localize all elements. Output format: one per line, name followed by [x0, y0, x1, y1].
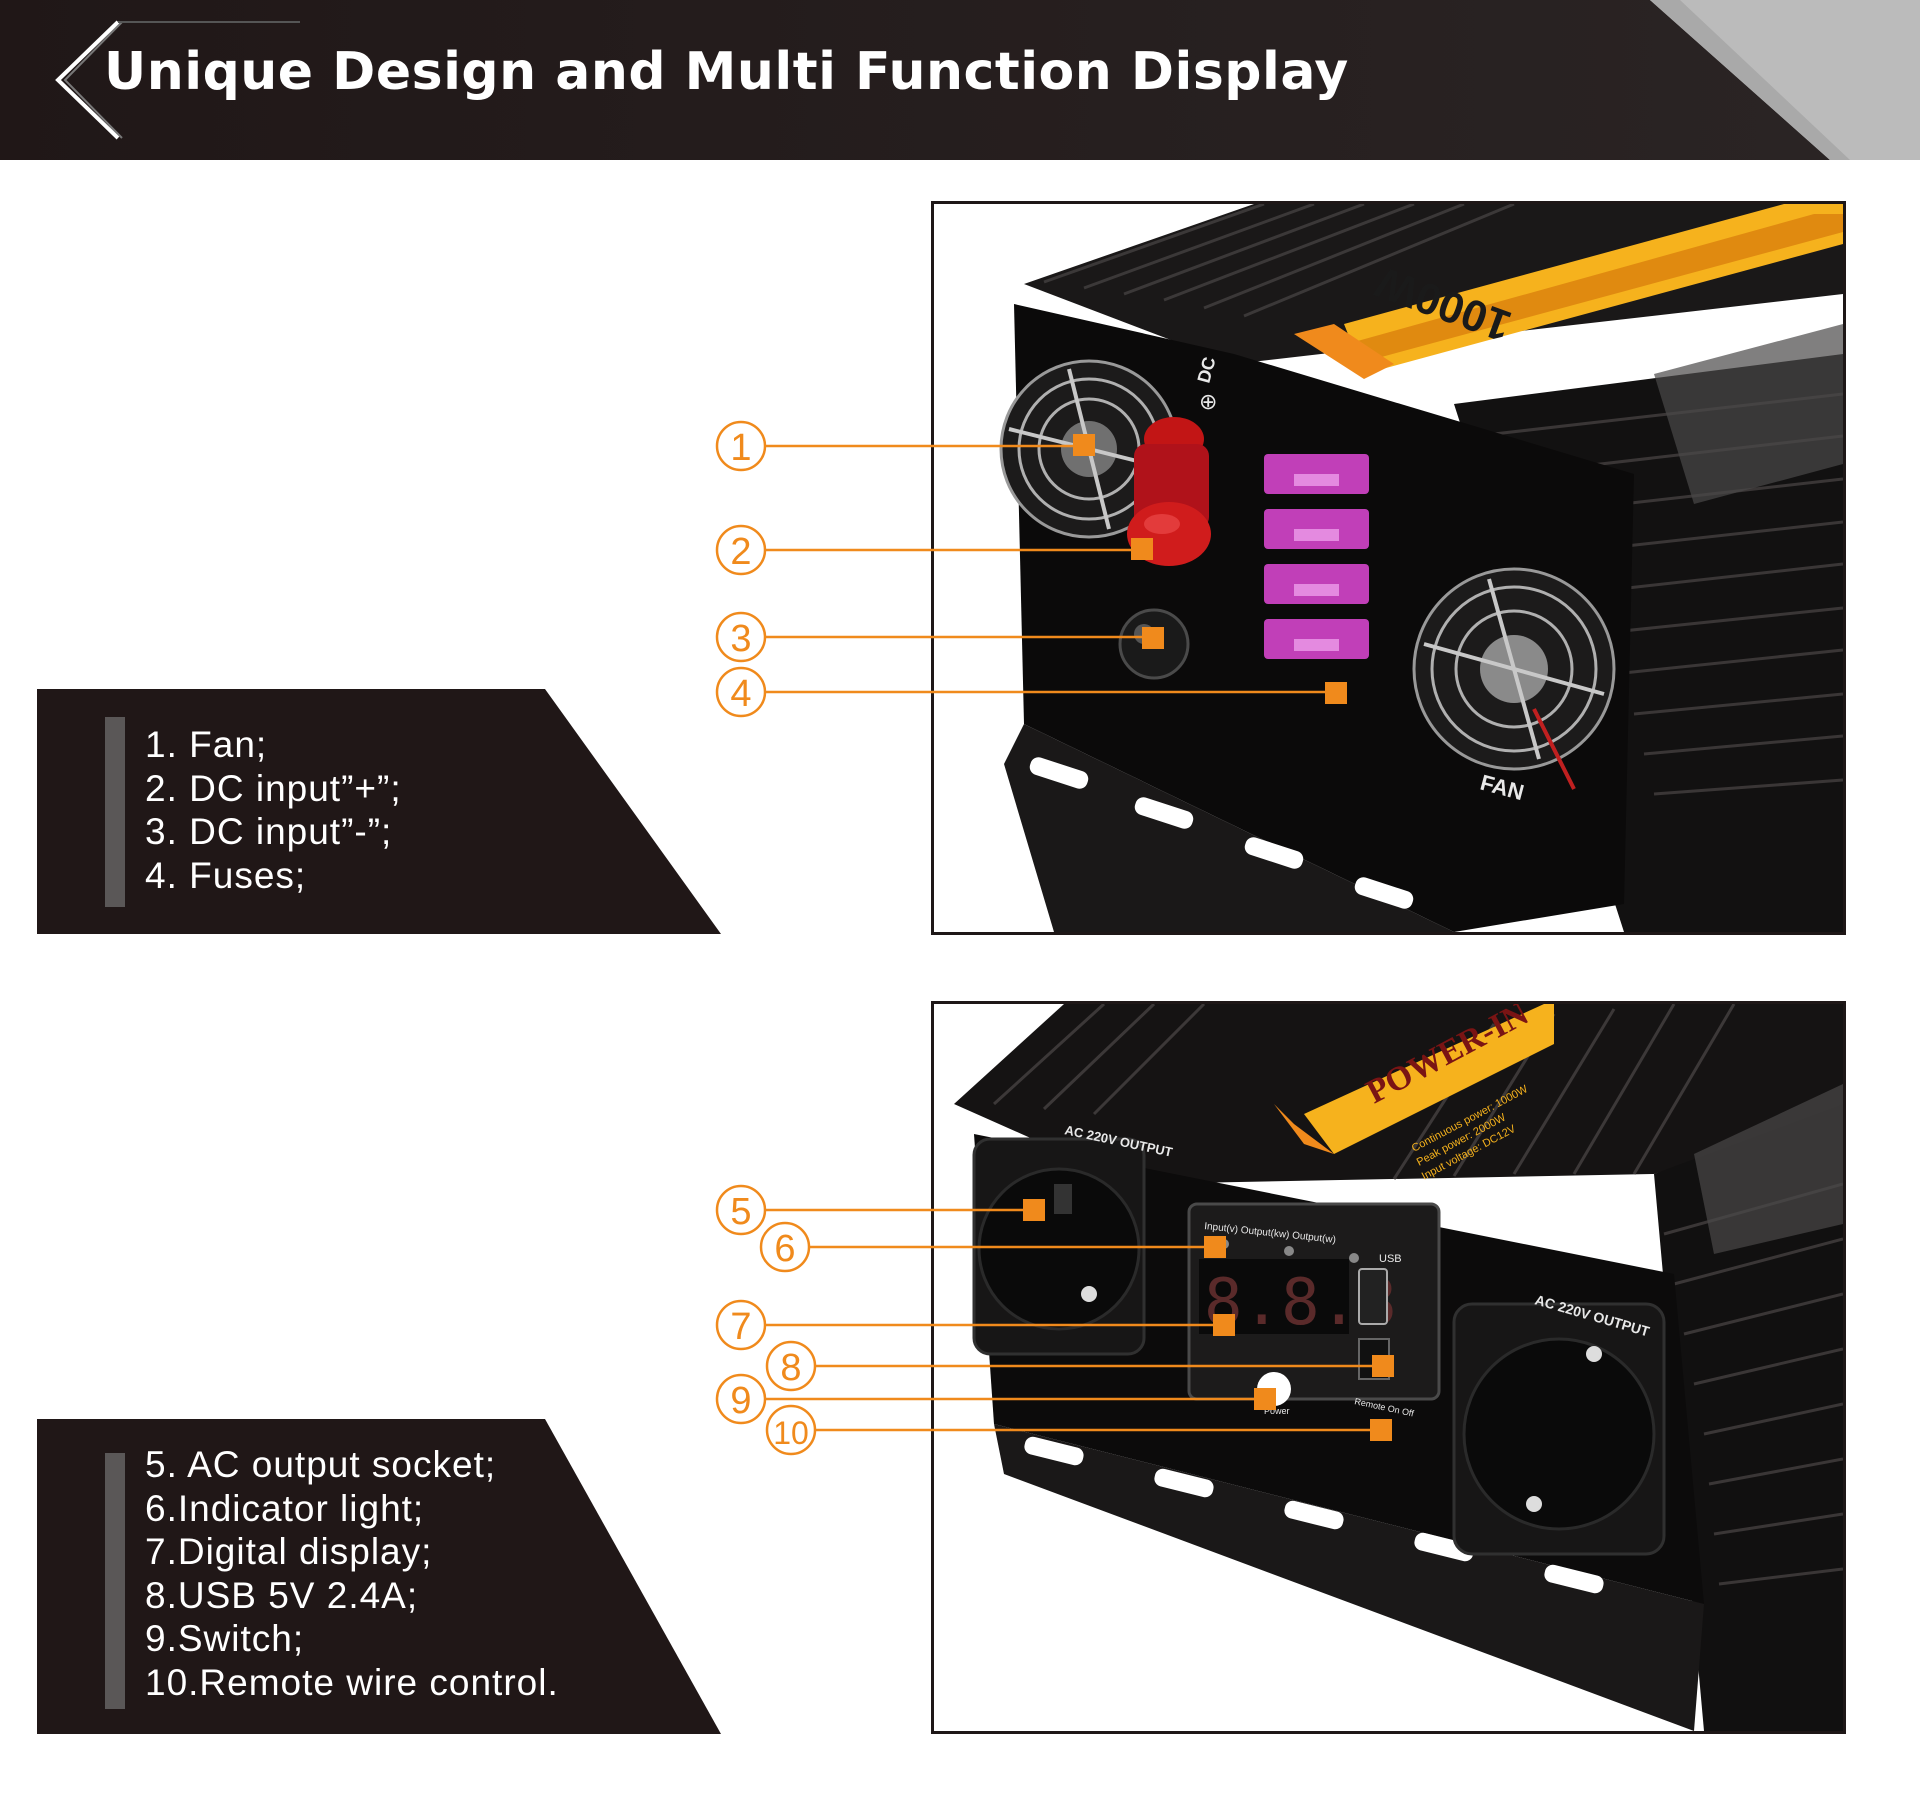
legend-item: 1. Fan; — [145, 724, 268, 765]
legend-item: 5. AC output socket; — [145, 1444, 497, 1485]
callout-label: 9 — [730, 1380, 751, 1422]
callout-label: 6 — [774, 1228, 795, 1270]
callout-label: 3 — [730, 618, 751, 660]
indicator-light-icon — [1219, 1239, 1229, 1249]
ac-socket-icon — [1452, 1302, 1666, 1556]
power-label: Power — [1264, 1406, 1290, 1416]
legend-item: 3. DC input”-”; — [145, 811, 393, 852]
callout-label: 10 — [773, 1415, 809, 1451]
legend-item: 9.Switch; — [145, 1618, 305, 1659]
legend-item: 10.Remote wire control. — [145, 1661, 559, 1703]
product-photo-bottom: POWER-IN Continuous power: 1000W Peak po… — [931, 1001, 1846, 1734]
indicator-light-icon — [1284, 1246, 1294, 1256]
legend-panel-top: 1. Fan; 2. DC input”+”; 3. DC input”-”; … — [37, 689, 721, 934]
legend-item: 6.Indicator light; — [145, 1487, 425, 1529]
usb-label: USB — [1379, 1253, 1402, 1265]
fuses-icon — [1264, 454, 1369, 659]
indicator-light-icon — [1349, 1253, 1359, 1263]
control-panel: Input(v) Output(kw) Output(w) 8.8.8 USB … — [1187, 1202, 1441, 1419]
legend-accent-bar — [105, 717, 125, 907]
polarity-label: ⊕ — [1199, 389, 1217, 414]
legend-list-bottom: 5. AC output socket; 6.Indicator light; … — [145, 1443, 559, 1704]
header-banner: Unique Design and Multi Function Display — [0, 0, 1920, 160]
product-label — [1304, 1004, 1554, 1154]
callout-label: 8 — [780, 1347, 801, 1389]
dc-negative-terminal-icon — [1118, 608, 1190, 680]
legend-accent-bar — [105, 1453, 125, 1709]
power-button-icon — [1257, 1372, 1291, 1406]
callout-label: 1 — [730, 427, 751, 469]
callout-label: 4 — [730, 673, 751, 715]
callout-label: 5 — [730, 1191, 751, 1233]
back-chevron-icon — [55, 20, 120, 140]
legend-item: 4. Fuses; — [145, 854, 307, 896]
legend-item: 8.USB 5V 2.4A; — [145, 1574, 419, 1616]
product-photo-top: 1000W — [931, 201, 1846, 935]
legend-item: 2. DC input”+”; — [145, 767, 402, 809]
callout-label: 7 — [730, 1306, 751, 1348]
legend-panel-bottom: 5. AC output socket; 6.Indicator light; … — [37, 1419, 721, 1734]
legend-list-top: 1. Fan; 2. DC input”+”; 3. DC input”-”; … — [145, 723, 402, 897]
page-title: Unique Design and Multi Function Display — [104, 42, 1349, 102]
remote-port-icon — [1358, 1338, 1390, 1380]
dc-positive-terminal-icon — [1127, 417, 1211, 566]
ac-socket-icon — [972, 1137, 1146, 1356]
legend-item: 7.Digital display; — [145, 1531, 433, 1572]
fan-icon — [1412, 567, 1616, 790]
callout-label: 2 — [730, 531, 751, 573]
